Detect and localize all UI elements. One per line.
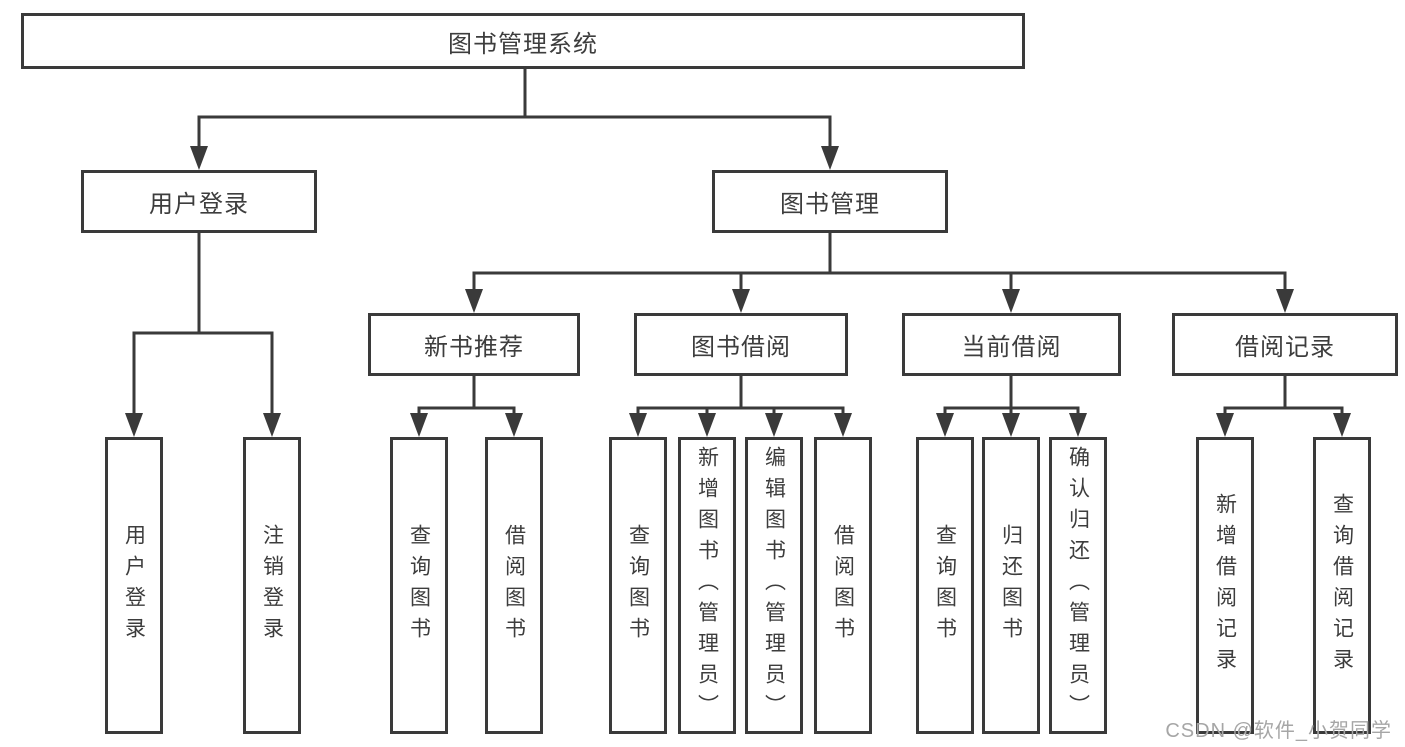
node-new-book-recommend: 新书推荐: [368, 313, 580, 376]
leaf-label: 新增借阅记录: [1213, 492, 1237, 679]
leaf-query-books-borrow: 查询图书: [609, 437, 667, 734]
node-label: 图书管理: [780, 191, 880, 218]
leaf-confirm-return-admin: 确认归还（管理员）: [1049, 437, 1107, 734]
leaf-add-books-admin: 新增图书（管理员）: [678, 437, 736, 734]
node-book-management: 图书管理: [712, 170, 948, 233]
leaf-label: 新增图书（管理员）: [695, 446, 719, 725]
leaf-query-borrow-record: 查询借阅记录: [1313, 437, 1371, 734]
leaf-label: 确认归还（管理员）: [1066, 446, 1090, 725]
node-label: 图书借阅: [691, 334, 791, 361]
csdn-watermark: CSDN @软件_小贺同学: [1165, 720, 1392, 742]
leaf-return-books: 归还图书: [982, 437, 1040, 734]
node-book-borrow: 图书借阅: [634, 313, 848, 376]
leaf-label: 编辑图书（管理员）: [762, 446, 786, 725]
node-user-login: 用户登录: [81, 170, 317, 233]
leaf-label: 查询图书: [407, 523, 431, 648]
connector-arrowheads: [125, 146, 1351, 437]
leaf-label: 查询图书: [626, 523, 650, 648]
leaf-edit-books-admin: 编辑图书（管理员）: [745, 437, 803, 734]
node-label: 用户登录: [149, 191, 249, 218]
leaf-label: 借阅图书: [502, 523, 526, 648]
leaf-label: 借阅图书: [831, 523, 855, 648]
node-label: 图书管理系统: [448, 30, 598, 58]
node-library-management-system: 图书管理系统: [21, 13, 1025, 69]
leaf-add-borrow-record: 新增借阅记录: [1196, 437, 1254, 734]
leaf-query-books-recommend: 查询图书: [390, 437, 448, 734]
node-label: 当前借阅: [961, 334, 1062, 361]
leaf-label: 用户登录: [122, 523, 146, 648]
leaf-logout-login: 注销登录: [243, 437, 301, 734]
node-label: 借阅记录: [1235, 334, 1335, 361]
node-borrow-record: 借阅记录: [1172, 313, 1398, 376]
leaf-borrow-books-recommend: 借阅图书: [485, 437, 543, 734]
leaf-label: 归还图书: [999, 523, 1023, 648]
leaf-label: 查询图书: [933, 523, 957, 648]
node-current-borrow: 当前借阅: [902, 313, 1121, 376]
node-label: 新书推荐: [424, 334, 524, 361]
leaf-label: 注销登录: [260, 523, 284, 648]
leaf-query-books-current: 查询图书: [916, 437, 974, 734]
leaf-label: 查询借阅记录: [1330, 492, 1354, 679]
leaf-user-login: 用户登录: [105, 437, 163, 734]
leaf-borrow-books: 借阅图书: [814, 437, 872, 734]
